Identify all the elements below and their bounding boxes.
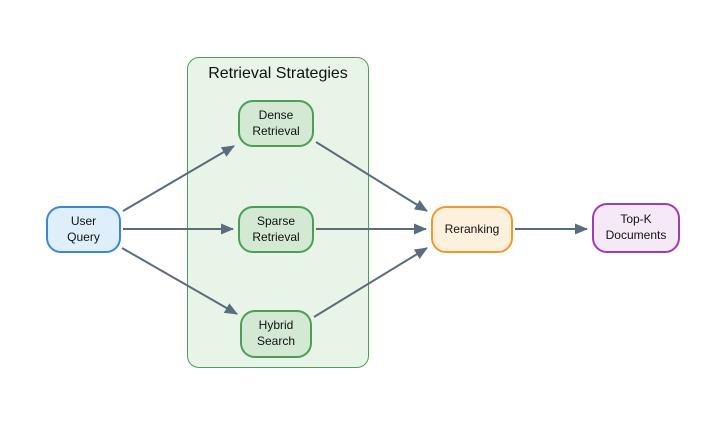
node-sparse-retrieval-label: Sparse Retrieval [252, 213, 300, 244]
node-hybrid-search-label: Hybrid Search [256, 318, 296, 348]
node-reranking: Reranking [431, 206, 513, 253]
node-user-query-label: User Query [67, 213, 100, 244]
node-top-k-documents: Top-K Documents [592, 203, 680, 253]
node-hybrid-search: Hybrid Search [240, 310, 312, 358]
node-reranking-label: Reranking [444, 221, 500, 236]
node-top-k-documents-label: Top-K Documents [605, 212, 667, 242]
node-dense-retrieval-label: Dense Retrieval [252, 107, 300, 138]
node-dense-retrieval: Dense Retrieval [238, 100, 314, 147]
node-sparse-retrieval: Sparse Retrieval [238, 206, 314, 253]
node-user-query: User Query [46, 206, 121, 253]
container-title: Retrieval Strategies [208, 65, 348, 82]
